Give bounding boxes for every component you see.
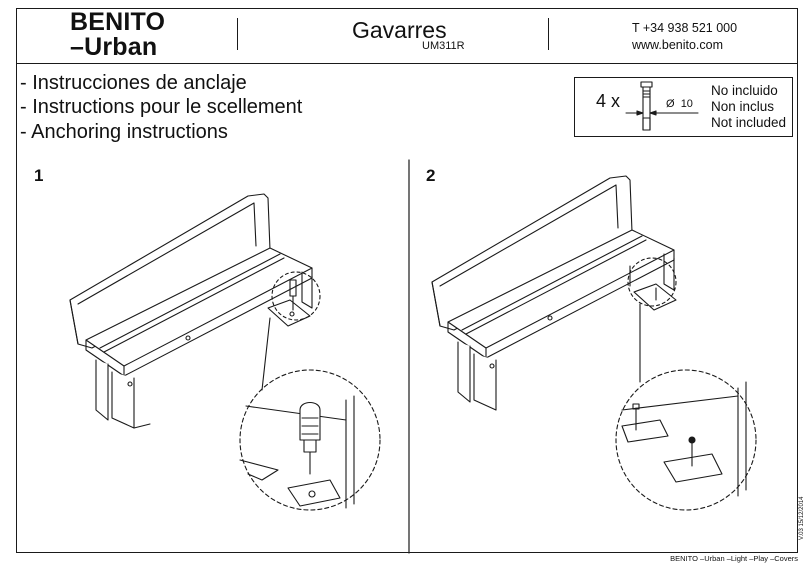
version-label: V.03 15/12/2014 <box>799 496 805 541</box>
note-es: No incluido <box>711 83 778 98</box>
website-url: www.benito.com <box>632 38 724 52</box>
footer-brands: BENITO –Urban –Light –Play –Covers <box>670 554 798 563</box>
diameter-value: 10 <box>680 98 693 110</box>
step-number-1: 1 <box>34 166 44 185</box>
brand-line1: BENITO <box>70 8 166 36</box>
header-divider <box>16 63 798 64</box>
note-en: Not included <box>711 115 787 130</box>
bench-step1 <box>69 193 381 511</box>
instruction-fr: - Instructions pour le scellement <box>20 96 303 118</box>
brand-logo: BENITO –Urban <box>70 10 165 60</box>
header-separator <box>548 18 549 50</box>
hardware-quantity: 4 x <box>596 91 621 111</box>
product-code: UM311R <box>422 40 465 52</box>
brand-line2: –Urban <box>70 33 158 61</box>
page-frame <box>16 8 798 553</box>
product-name: Gavarres <box>352 17 447 43</box>
bolt-diameter: Ø 10 <box>666 98 693 110</box>
instruction-es: - Instrucciones de anclaje <box>20 72 247 94</box>
phone-number: T +34 938 521 000 <box>632 21 738 35</box>
step-number-2: 2 <box>426 166 436 185</box>
header-separator <box>237 18 238 50</box>
bench-step2 <box>431 175 757 511</box>
diameter-symbol: Ø <box>666 98 675 110</box>
instruction-en: - Anchoring instructions <box>20 121 228 143</box>
anchor-bolt-icon <box>625 81 699 131</box>
note-fr: Non inclus <box>711 99 775 114</box>
hardware-box <box>574 77 793 137</box>
